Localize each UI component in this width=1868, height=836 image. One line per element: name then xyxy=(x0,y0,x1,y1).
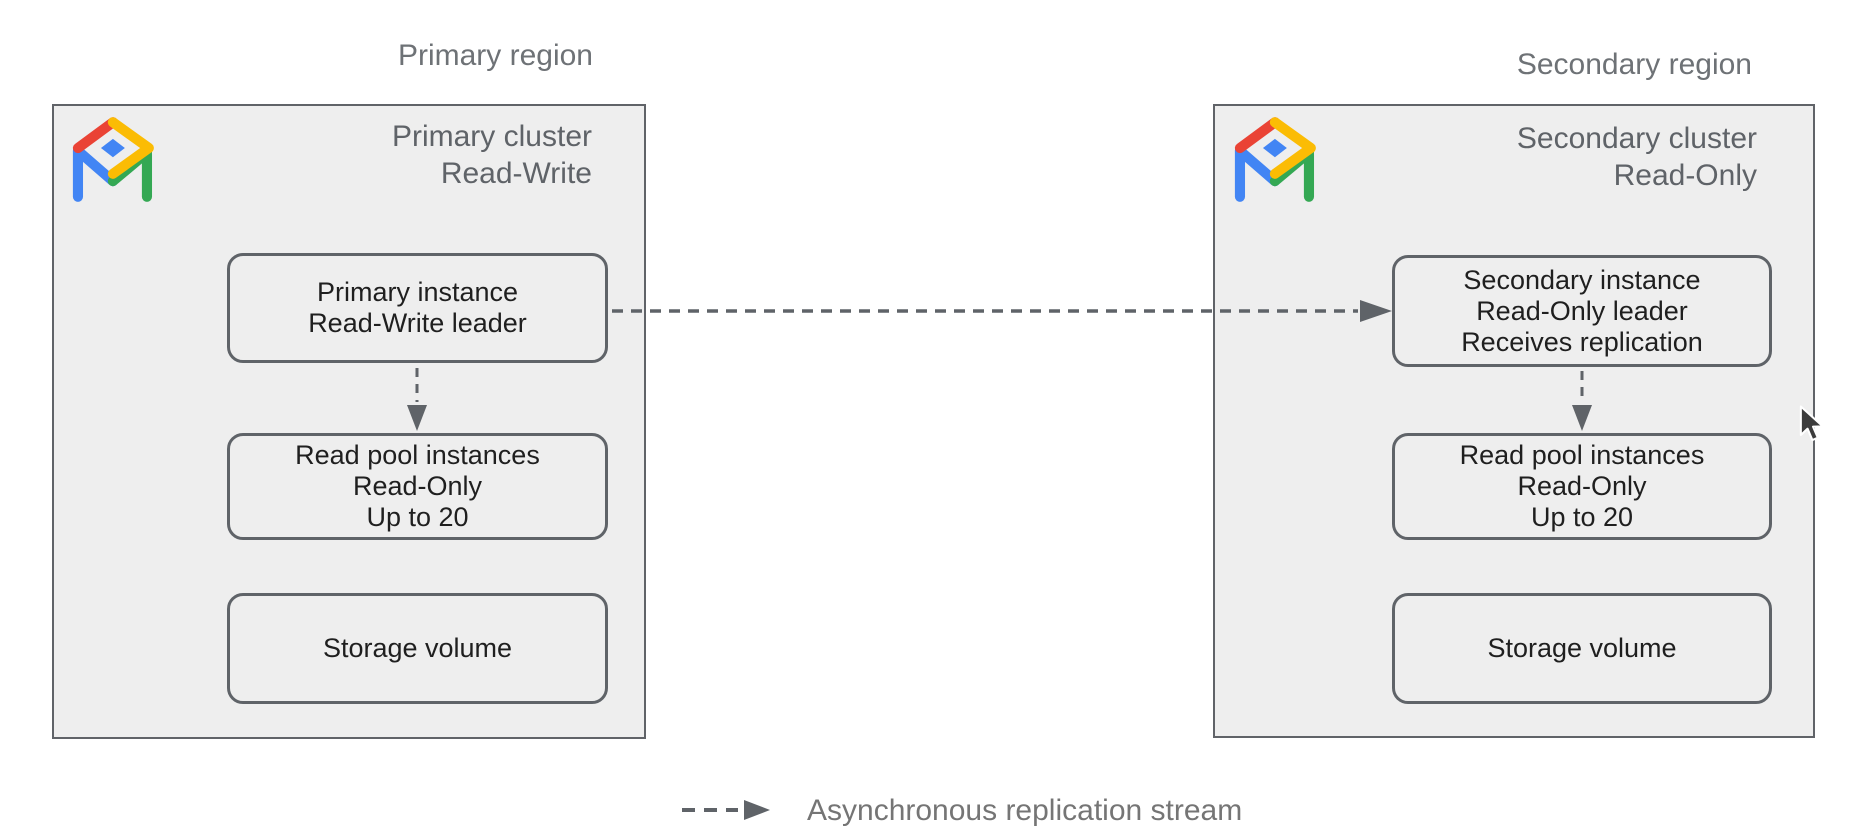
secondary-read-pool-box: Read pool instances Read-Only Up to 20 xyxy=(1392,433,1772,540)
primary-storage-volume-box: Storage volume xyxy=(227,593,608,704)
secondary-read-pool-line3: Up to 20 xyxy=(1530,502,1634,532)
primary-storage-volume-label: Storage volume xyxy=(322,633,513,663)
secondary-cluster-title-line2: Read-Only xyxy=(1613,159,1757,192)
legend-label: Asynchronous replication stream xyxy=(807,794,1243,827)
secondary-instance-line3: Receives replication xyxy=(1461,326,1703,357)
alloydb-icon xyxy=(1234,117,1316,202)
secondary-cluster-title: Secondary cluster Read-Only xyxy=(1517,120,1757,194)
secondary-read-pool-line1: Read pool instances xyxy=(1459,440,1705,470)
secondary-cluster-title-line1: Secondary cluster xyxy=(1516,122,1757,155)
primary-cluster-title-line1: Primary cluster xyxy=(391,120,592,153)
mouse-cursor-icon xyxy=(1799,405,1824,442)
primary-instance-line2: Read-Write leader xyxy=(308,308,527,338)
secondary-instance-line1: Secondary instance xyxy=(1463,264,1701,295)
primary-read-pool-line3: Up to 20 xyxy=(366,502,469,532)
primary-read-pool-line1: Read pool instances xyxy=(295,440,540,470)
primary-read-pool-box: Read pool instances Read-Only Up to 20 xyxy=(227,433,608,540)
legend-arrow-icon xyxy=(682,800,770,820)
alloydb-icon xyxy=(72,117,154,202)
primary-instance-line1: Primary instance xyxy=(316,277,519,307)
primary-instance-box: Primary instance Read-Write leader xyxy=(227,253,608,363)
secondary-instance-line2: Read-Only leader xyxy=(1476,295,1688,326)
secondary-instance-box: Secondary instance Read-Only leader Rece… xyxy=(1392,255,1772,367)
primary-region-label: Primary region xyxy=(397,39,593,72)
primary-cluster-title-line2: Read-Write xyxy=(440,157,592,190)
primary-read-pool-line2: Read-Only xyxy=(352,471,483,501)
secondary-storage-volume-box: Storage volume xyxy=(1392,593,1772,704)
primary-cluster-title: Primary cluster Read-Write xyxy=(392,118,592,192)
secondary-storage-volume-label: Storage volume xyxy=(1487,633,1677,663)
secondary-region-label: Secondary region xyxy=(1516,48,1752,81)
secondary-read-pool-line2: Read-Only xyxy=(1517,471,1647,501)
